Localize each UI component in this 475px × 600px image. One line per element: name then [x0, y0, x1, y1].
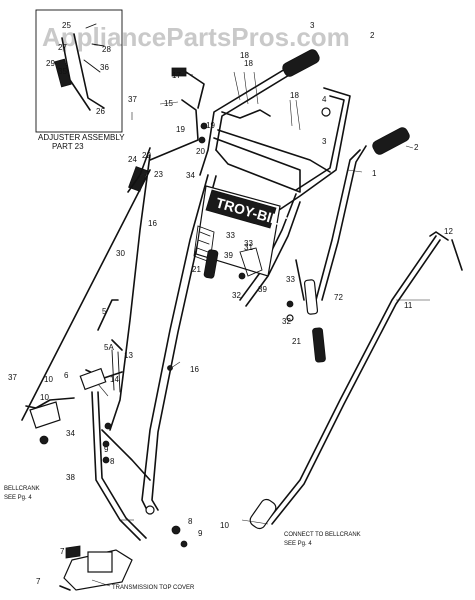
part-callout: 31 [244, 243, 253, 252]
part-callout: 3 [322, 137, 327, 146]
part-callout: 32 [282, 317, 291, 326]
lower-linkage [25, 367, 188, 548]
part-callout: 21 [292, 337, 301, 346]
part-callout: 21 [192, 265, 201, 274]
part-callout: 8 [110, 457, 115, 466]
part-callout: 19 [206, 121, 215, 130]
part-callout: 32 [232, 291, 241, 300]
part-callout: 5A [104, 343, 114, 352]
part-callout: 7 [36, 577, 41, 586]
part-callout: 37 [8, 373, 17, 382]
part-callout: 22 [142, 151, 151, 160]
part-callout: 10 [40, 393, 49, 402]
part-callout: 3 [310, 21, 315, 30]
part-callout: 15 [164, 99, 173, 108]
part-callout: 9 [104, 445, 109, 454]
part-callout: 28 [102, 45, 111, 54]
part-callout: 34 [66, 429, 75, 438]
left-handle-grip [282, 49, 320, 77]
part-callout: 16 [190, 365, 199, 374]
bellcrank-right-note-1: CONNECT TO BELLCRANK [284, 532, 361, 538]
bellcrank-left-note-1: BELLCRANK [4, 486, 40, 492]
part-callout: 8 [188, 517, 193, 526]
watermark-text: AppliancePartsPros.com [42, 22, 350, 52]
part-callout: 23 [154, 170, 163, 179]
transmission-note: TRANSMISSION TOP COVER [112, 585, 195, 591]
part-callout: 18 [244, 59, 253, 68]
right-handle-grip [372, 127, 410, 155]
part-callout: 18 [290, 91, 299, 100]
part-callout: 7 [60, 547, 65, 556]
part-callout: 10 [220, 521, 229, 530]
bellcrank-left-note-2: SEE Pg. 4 [4, 495, 32, 501]
adjuster-caption-2: PART 23 [52, 142, 84, 151]
part-callout: 2 [370, 31, 375, 40]
part-callout: 25 [62, 21, 71, 30]
part-callout: 9 [198, 529, 203, 538]
part-callout: 27 [58, 43, 67, 52]
control-levers [203, 247, 326, 363]
part-callout: 10 [44, 375, 53, 384]
part-callout: 26 [96, 107, 105, 116]
part-callout: 33 [244, 239, 253, 248]
part-callout: 24 [128, 155, 137, 164]
part-callout: 12 [444, 227, 453, 236]
part-callout: 1 [372, 169, 377, 178]
transmission-top-cover [59, 545, 133, 591]
part-callout: 19 [176, 125, 185, 134]
part-callout: 16 [148, 219, 157, 228]
part-callout: 20 [196, 147, 205, 156]
cable-adjuster [127, 67, 205, 193]
part-callout: 18 [240, 51, 249, 60]
part-callout: 11 [404, 301, 413, 310]
part-callout: 33 [286, 275, 295, 284]
part-callout: 35 [58, 67, 67, 76]
part-callout: 17 [172, 71, 181, 80]
part-callout: 39 [224, 251, 233, 260]
leader-lines [91, 71, 430, 587]
part-callout: 33 [226, 231, 235, 240]
fasteners [111, 107, 331, 393]
part-callout: 14 [110, 375, 119, 384]
part-callout: 38 [66, 473, 75, 482]
adjuster-assembly-inset: ADJUSTER ASSEMBLY PART 23 [35, 9, 125, 151]
part-callout: 36 [100, 63, 109, 72]
handle-assembly [199, 49, 410, 301]
part-callout: 72 [334, 293, 343, 302]
bellcrank-right-note-2: SEE Pg. 4 [284, 541, 312, 547]
part-callout: 6 [64, 371, 69, 380]
part-callout: 39 [258, 285, 267, 294]
part-callout: 4 [322, 95, 327, 104]
part-callout: 13 [124, 351, 133, 360]
part-callout: 34 [186, 171, 195, 180]
part-callout: 2 [414, 143, 419, 152]
adjuster-caption-1: ADJUSTER ASSEMBLY [38, 133, 125, 142]
control-rods [21, 154, 463, 530]
part-callout: 5 [102, 307, 107, 316]
part-callout: 30 [116, 249, 125, 258]
part-callout: 29 [46, 59, 55, 68]
part-callout: 37 [128, 95, 137, 104]
